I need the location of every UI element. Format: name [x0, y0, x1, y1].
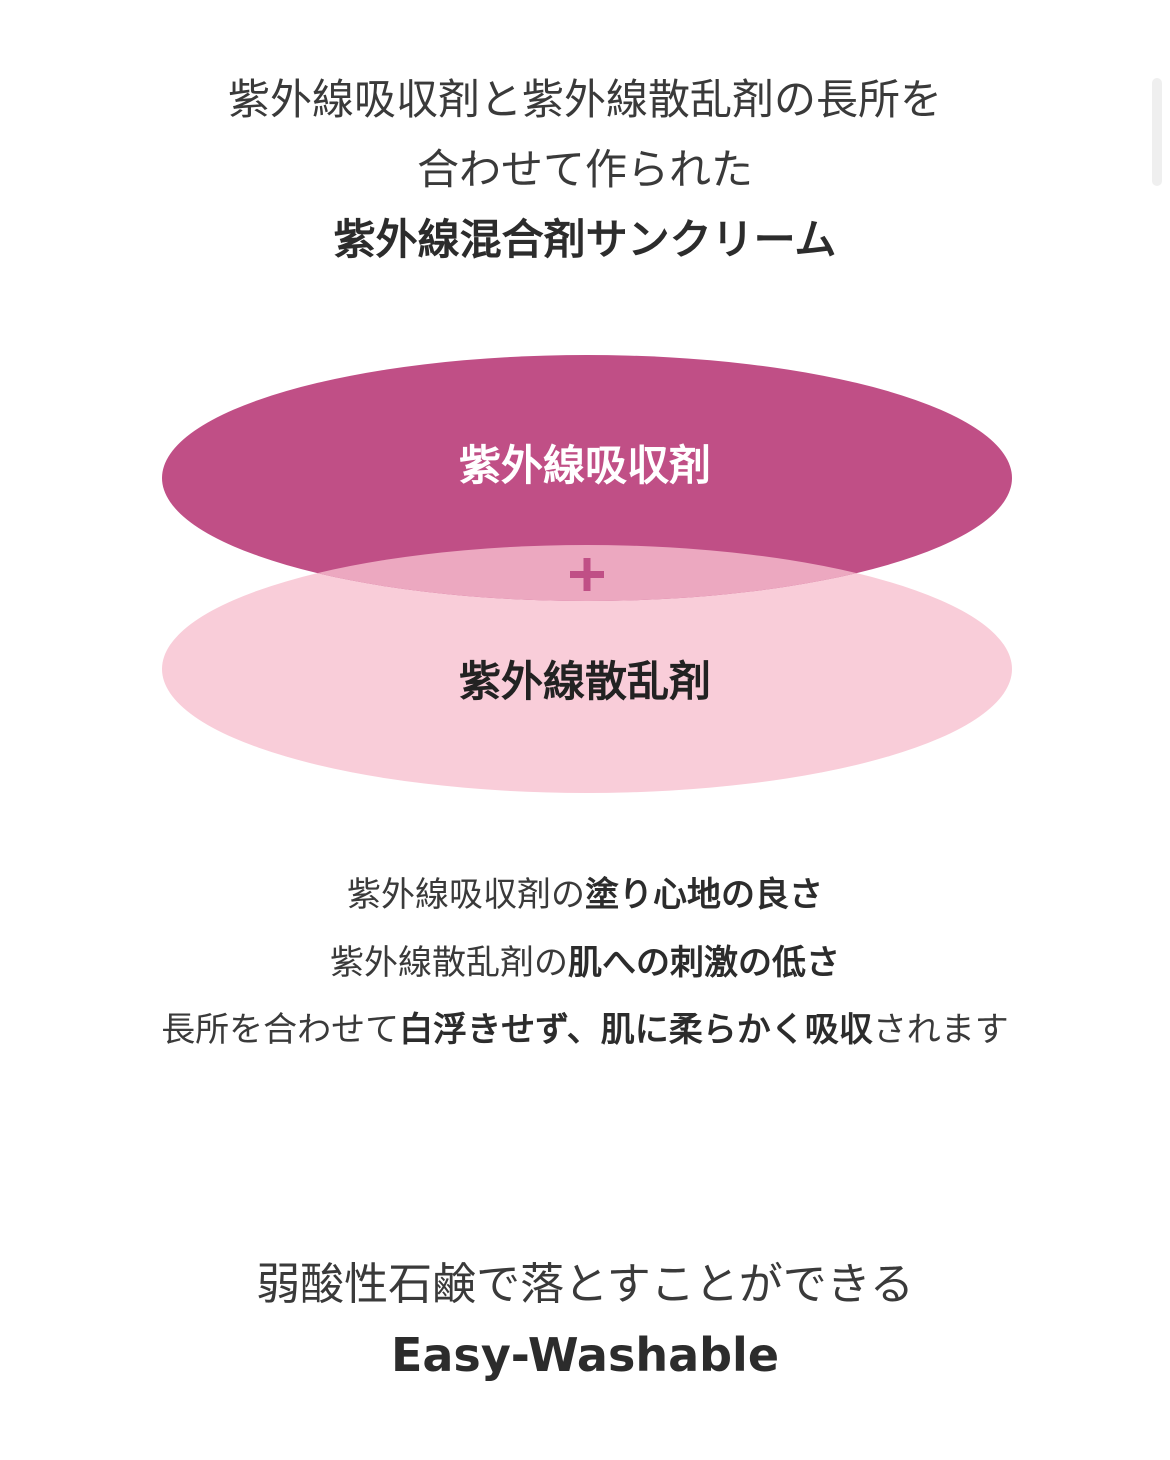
heading-line-2: 合わせて作られた: [416, 145, 753, 194]
body-line-1: 紫外線吸収剤の塗り心地の良さ: [0, 870, 1170, 920]
body-line-1-normal: 紫外線吸収剤の: [347, 875, 585, 915]
absorbing-agent-label: 紫外線吸収剤: [458, 441, 711, 490]
body-line-3-normal-1: 長所を合わせて: [161, 1010, 400, 1050]
body-line-3-normal-2: されます: [872, 1010, 1009, 1050]
absorbing-agent-ellipse: [162, 355, 1012, 601]
plus-icon: [570, 558, 604, 591]
heading-line-3: 紫外線混合剤サンクリーム: [333, 215, 837, 264]
scrollbar[interactable]: [1152, 78, 1162, 186]
heading-line-1: 紫外線吸収剤と紫外線散乱剤の長所を: [227, 75, 942, 124]
scattering-agent-ellipse: [162, 545, 1012, 793]
footer-easy-washable: Easy-Washable: [390, 1328, 780, 1382]
scattering-agent-label: 紫外線散乱剤: [458, 657, 711, 706]
body-line-2-bold: 肌への刺激の低さ: [568, 943, 840, 983]
body-line-3-bold: 白浮きせず、肌に柔らかく吸収: [399, 1010, 873, 1050]
ingredient-diagram: [162, 355, 1012, 793]
body-line-3: 長所を合わせて白浮きせず、肌に柔らかく吸収されます: [0, 1005, 1170, 1055]
body-line-2-normal: 紫外線散乱剤の: [330, 943, 568, 983]
body-line-2: 紫外線散乱剤の肌への刺激の低さ: [0, 938, 1170, 988]
footer-line-1: 弱酸性石鹸で落とすことができる: [256, 1259, 914, 1310]
body-line-1-bold: 塗り心地の良さ: [585, 875, 823, 915]
